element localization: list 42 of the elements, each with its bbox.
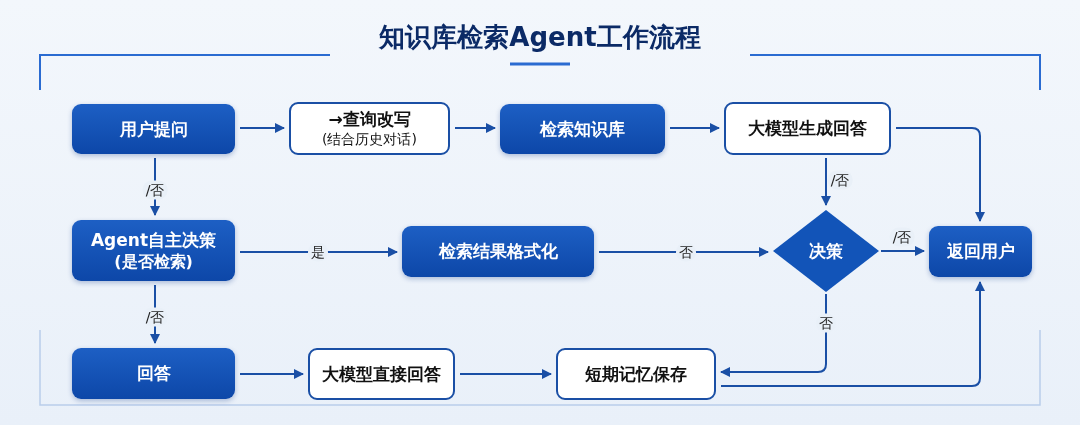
process-box: [72, 348, 235, 399]
arrow: [720, 293, 827, 377]
process-box: [72, 104, 235, 154]
process-box: [402, 226, 594, 277]
process-box: [289, 102, 450, 155]
box-label: (是否检索): [114, 250, 193, 272]
box-label: 短期记忆保存: [585, 363, 687, 385]
box-label: 大模型直接回答: [322, 363, 441, 385]
box-label: 回答: [136, 363, 171, 384]
arrow: [239, 123, 285, 133]
edge-label: 否: [816, 313, 836, 333]
arrow: [598, 247, 769, 257]
box-label: 检索结果格式化: [438, 241, 558, 262]
process-box: [72, 220, 235, 281]
process-box: [556, 348, 716, 400]
edge-label: 否: [676, 242, 696, 262]
edge-label: 是: [308, 242, 328, 262]
arrow: [821, 157, 831, 206]
process-box: [308, 348, 455, 400]
arrow: [454, 123, 496, 133]
arrow: [895, 127, 985, 222]
box-label: Agent自主决策: [90, 229, 217, 251]
edge-label: /否: [827, 170, 853, 190]
edge-label: /否: [889, 227, 915, 247]
box-label: 大模型生成回答: [748, 118, 867, 139]
arrow: [459, 369, 552, 379]
arrow: [880, 246, 925, 256]
box-label: (结合历史对话): [322, 130, 417, 148]
process-box: [724, 102, 891, 155]
box-label: 返回用户: [946, 241, 1015, 262]
arrow: [669, 123, 720, 133]
arrow: [239, 247, 398, 257]
arrow: [720, 281, 985, 387]
process-box: [500, 104, 665, 154]
box-label: 决策: [809, 240, 843, 262]
box-label: 用户提问: [119, 118, 188, 140]
arrow: [239, 369, 304, 379]
box-label: 检索知识库: [540, 118, 625, 140]
process-box: [929, 226, 1032, 277]
title: 知识库检索Agent工作流程: [378, 21, 702, 54]
box-label: →查询改写: [328, 109, 411, 130]
edge-label: /否: [142, 180, 168, 200]
